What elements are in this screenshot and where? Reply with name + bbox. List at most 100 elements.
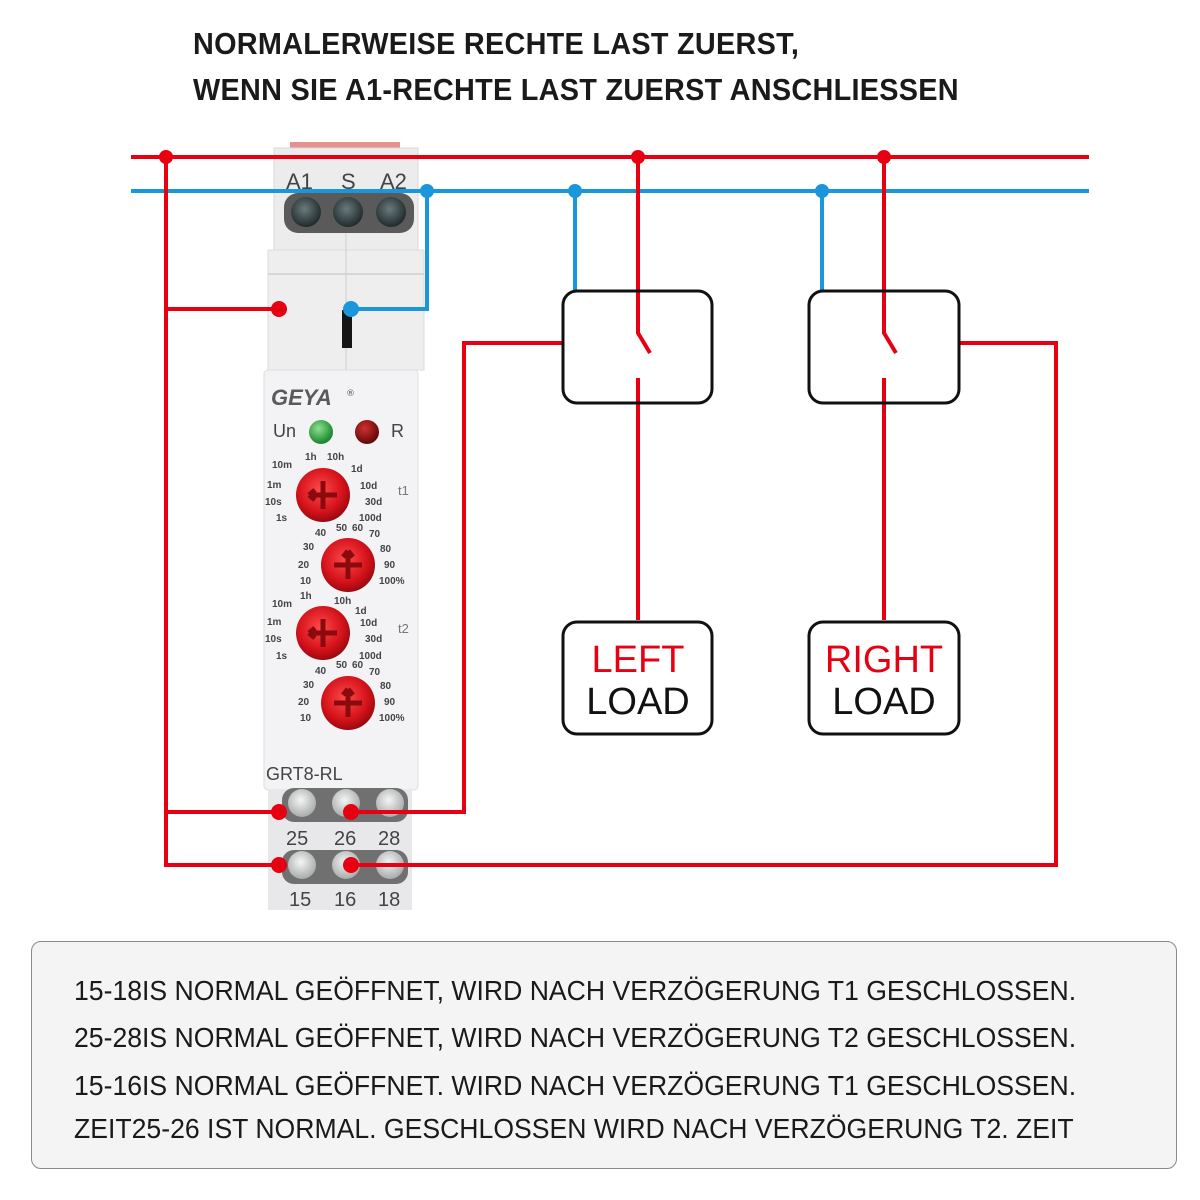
junction-dot	[420, 184, 434, 198]
notes-panel	[31, 941, 1177, 1169]
t1-pct-30: 30	[303, 542, 315, 553]
knob-arrow-icon	[307, 619, 337, 647]
junction-dot	[271, 804, 287, 820]
t1-percent-dial[interactable]: 10 20 30 40 50 60 70 80 90 100%	[298, 523, 405, 592]
t2-range-10m: 10m	[272, 599, 292, 610]
t1-pct-100: 100%	[379, 576, 405, 587]
t2-pct-30: 30	[303, 680, 315, 691]
junction-dot	[815, 184, 829, 198]
t2-pct-60: 60	[352, 660, 364, 671]
knob-arrow-icon	[334, 687, 362, 717]
t1-range-10h: 10h	[327, 452, 344, 463]
note-line-1: 15-18IS NORMAL GEÖFFNET, WIRD NACH VERZÖ…	[74, 975, 1077, 1006]
t1-range-1m: 1m	[267, 480, 282, 491]
junction-dot	[343, 301, 359, 317]
wire-16-to-right-switch	[351, 341, 1058, 867]
t1-pct-60: 60	[352, 523, 364, 534]
t1-range-10m: 10m	[272, 460, 292, 471]
screw-a2[interactable]	[376, 197, 406, 227]
right-load-subtitle: LOAD	[832, 681, 935, 723]
junction-dot	[159, 150, 173, 164]
left-load-subtitle: LOAD	[586, 681, 689, 723]
junction-dot	[568, 184, 582, 198]
headline-line-2: WENN SIE A1-RECHTE LAST ZUERST ANSCHLIES…	[193, 72, 959, 107]
t2-pct-100: 100%	[379, 713, 405, 724]
t2-label: t2	[398, 621, 409, 636]
junction-dot	[271, 301, 287, 317]
brand-logo: GEYA	[271, 385, 332, 410]
wire-26-to-left-switch	[351, 341, 563, 814]
screw-a1[interactable]	[291, 197, 321, 227]
din-clip-slot	[342, 310, 352, 348]
t1-pct-70: 70	[369, 529, 381, 540]
wiring-diagram: A1 S A2 GEYA ® Un R 1s 10s 1m 10m 1h 10h…	[131, 142, 1089, 911]
device-top-cap	[290, 142, 400, 150]
screw-15[interactable]	[288, 851, 316, 879]
note-line-2: 25-28IS NORMAL GEÖFFNET, WIRD NACH VERZÖ…	[74, 1022, 1077, 1053]
t1-range-1d: 1d	[351, 464, 363, 475]
screw-s[interactable]	[333, 197, 363, 227]
t2-pct-10: 10	[300, 713, 312, 724]
note-line-4: ZEIT25-26 IST NORMAL. GESCHLOSSEN WIRD N…	[74, 1113, 1074, 1144]
junction-dot	[271, 857, 287, 873]
t1-pct-10: 10	[300, 576, 312, 587]
terminal-label-15: 15	[289, 889, 311, 911]
junction-dot	[343, 857, 359, 873]
right-contactor-box	[807, 289, 961, 405]
t2-pct-20: 20	[298, 697, 310, 708]
right-switch-upper	[882, 157, 898, 355]
relay-device: A1 S A2 GEYA ® Un R 1s 10s 1m 10m 1h 10h…	[263, 142, 425, 911]
model-label: GRT8-RL	[266, 764, 343, 784]
t1-range-30d: 30d	[365, 497, 382, 508]
left-contactor-box	[561, 289, 714, 405]
t2-range-1h: 1h	[300, 591, 312, 602]
t2-pct-80: 80	[380, 681, 392, 692]
t1-range-10s: 10s	[265, 497, 282, 508]
led-label-un: Un	[273, 421, 296, 441]
t2-range-1s: 1s	[276, 651, 288, 662]
terminal-label-26: 26	[334, 828, 356, 850]
t1-label: t1	[398, 483, 409, 498]
led-relay-red	[355, 420, 379, 444]
t2-range-1m: 1m	[267, 617, 282, 628]
t2-pct-50: 50	[336, 660, 348, 671]
t2-range-10d: 10d	[360, 618, 377, 629]
knob-arrow-icon	[334, 549, 362, 579]
left-switch-upper	[636, 157, 652, 355]
t1-range-1h: 1h	[305, 452, 317, 463]
wire-live-to-15	[164, 157, 278, 867]
terminal-label-25: 25	[286, 828, 308, 850]
t2-pct-90: 90	[384, 697, 396, 708]
wire-neutral-to-a2	[351, 191, 429, 311]
t2-percent-dial[interactable]: 10 20 30 40 50 60 70 80 90 100%	[298, 660, 405, 730]
terminal-label-18: 18	[378, 889, 400, 911]
t1-pct-80: 80	[380, 544, 392, 555]
note-line-3: 15-16IS NORMAL GEÖFFNET. WIRD NACH VERZÖ…	[74, 1070, 1077, 1101]
t2-pct-40: 40	[315, 666, 327, 677]
t2-pct-70: 70	[369, 667, 381, 678]
junction-dot	[343, 804, 359, 820]
junction-dot	[631, 150, 645, 164]
t2-range-dial[interactable]: 1s 10s 1m 10m 1h 10h 1d 10d 30d 100d	[265, 591, 382, 662]
t1-range-1s: 1s	[276, 513, 288, 524]
led-power-green	[309, 420, 333, 444]
t1-range-10d: 10d	[360, 481, 377, 492]
right-load-title: RIGHT	[825, 639, 943, 681]
terminal-label-16: 16	[334, 889, 356, 911]
right-load-box: RIGHT LOAD	[807, 620, 961, 736]
t2-range-100d: 100d	[359, 651, 382, 662]
left-load-title: LEFT	[592, 639, 685, 681]
t2-range-30d: 30d	[365, 634, 382, 645]
screw-25[interactable]	[288, 789, 316, 817]
t1-range-dial[interactable]: 1s 10s 1m 10m 1h 10h 1d 10d 30d 100d	[265, 452, 382, 524]
t1-pct-20: 20	[298, 560, 310, 571]
knob-arrow-icon	[307, 481, 337, 509]
junction-dots	[159, 150, 891, 873]
t1-pct-50: 50	[336, 523, 348, 534]
terminal-label-s: S	[341, 169, 356, 194]
led-label-r: R	[391, 421, 404, 441]
t2-range-10s: 10s	[265, 634, 282, 645]
terminal-label-28: 28	[378, 828, 400, 850]
junction-dot	[877, 150, 891, 164]
headline-line-1: NORMALERWEISE RECHTE LAST ZUERST,	[193, 26, 800, 61]
